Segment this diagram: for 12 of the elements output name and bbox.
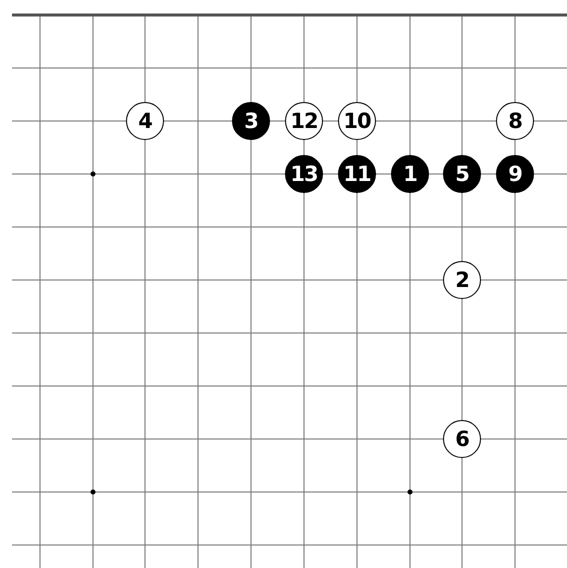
go-stone: 3 xyxy=(232,102,270,140)
go-stone: 5 xyxy=(443,155,481,193)
go-stone: 2 xyxy=(443,261,481,299)
go-stone: 12 xyxy=(285,102,323,140)
go-stone: 4 xyxy=(126,102,164,140)
go-stone: 10 xyxy=(338,102,376,140)
go-stone: 6 xyxy=(443,420,481,458)
go-stone: 11 xyxy=(338,155,376,193)
go-stone: 8 xyxy=(496,102,534,140)
go-stone: 13 xyxy=(285,155,323,193)
go-stone: 9 xyxy=(496,155,534,193)
go-stone: 1 xyxy=(391,155,429,193)
